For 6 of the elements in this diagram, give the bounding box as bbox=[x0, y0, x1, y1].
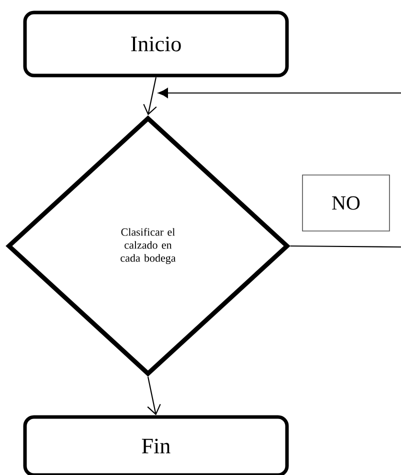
terminal-box: Inicio bbox=[23, 10, 289, 78]
arrow bbox=[147, 376, 161, 416]
terminal-box: Fin bbox=[23, 415, 289, 475]
arrow bbox=[158, 88, 401, 98]
arrow bbox=[143, 77, 157, 116]
edge-label: NO bbox=[302, 174, 390, 232]
